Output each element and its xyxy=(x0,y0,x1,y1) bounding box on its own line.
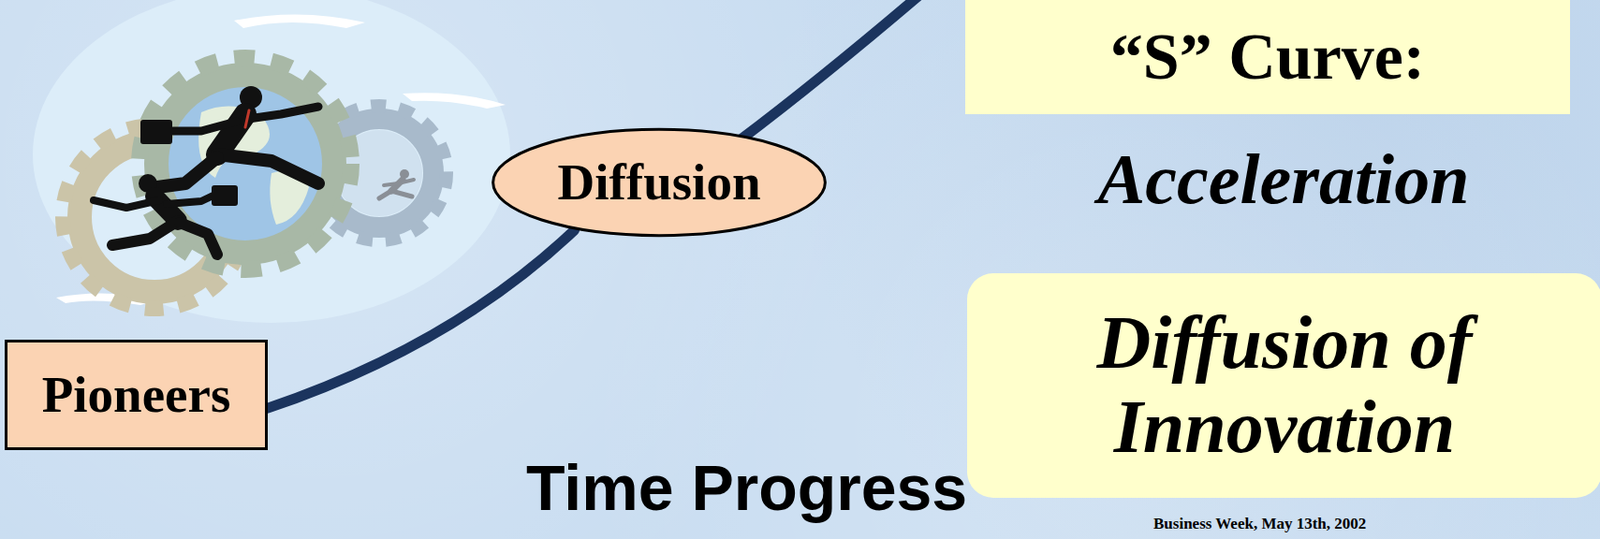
title: “S” Curve: xyxy=(1110,19,1425,95)
node-text: Pioneers xyxy=(42,365,232,425)
stage-box: Pioneers xyxy=(4,339,268,451)
cloud xyxy=(32,0,511,323)
businessman xyxy=(93,174,238,255)
node-text: Diffusion of Innovation xyxy=(967,301,1600,470)
streak xyxy=(402,92,506,109)
businessman xyxy=(140,86,319,188)
text-holder: Diffusion of Innovation xyxy=(967,301,1600,470)
streak xyxy=(234,14,366,29)
s-curve xyxy=(739,0,927,141)
oval-outline xyxy=(493,129,826,235)
node-text: Diffusion xyxy=(557,152,762,212)
text-holder: Pioneers xyxy=(42,365,232,425)
runner xyxy=(379,169,414,199)
concept-box: Diffusion of Innovation xyxy=(967,273,1600,499)
source-note: Business Week, May 13th, 2002 xyxy=(1153,514,1366,534)
subtitle: Acceleration xyxy=(1098,138,1470,221)
text-holder: Diffusion xyxy=(557,152,762,212)
s-curve xyxy=(267,230,575,409)
axis-label: Time Progress xyxy=(526,451,968,525)
gear xyxy=(139,58,352,270)
stage-oval: Diffusion xyxy=(489,127,829,238)
title-box: “S” Curve: xyxy=(965,0,1571,115)
